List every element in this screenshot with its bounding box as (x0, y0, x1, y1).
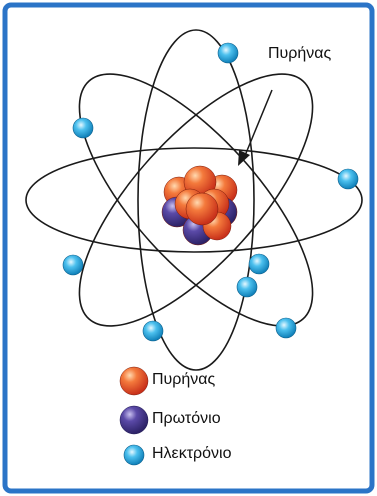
nucleus-callout-label: Πυρήνας (268, 45, 331, 63)
electron (143, 321, 163, 341)
legend-swatch-electron (124, 445, 144, 465)
electron (237, 277, 257, 297)
nucleus-particle (186, 193, 218, 225)
legend-label-electron: Ηλεκτρόνιο (152, 445, 231, 463)
legend-swatches (120, 367, 148, 465)
legend-label-proton: Πρωτόνιο (152, 410, 221, 428)
legend-swatch-nucleus (120, 367, 148, 395)
electron (73, 118, 93, 138)
electron (338, 169, 358, 189)
electron (63, 255, 83, 275)
legend-swatch-proton (120, 406, 148, 434)
legend-label-nucleus: Πυρήνας (152, 371, 215, 389)
electron (249, 254, 269, 274)
nucleus (162, 166, 237, 245)
electron (218, 43, 238, 63)
electron (276, 318, 296, 338)
